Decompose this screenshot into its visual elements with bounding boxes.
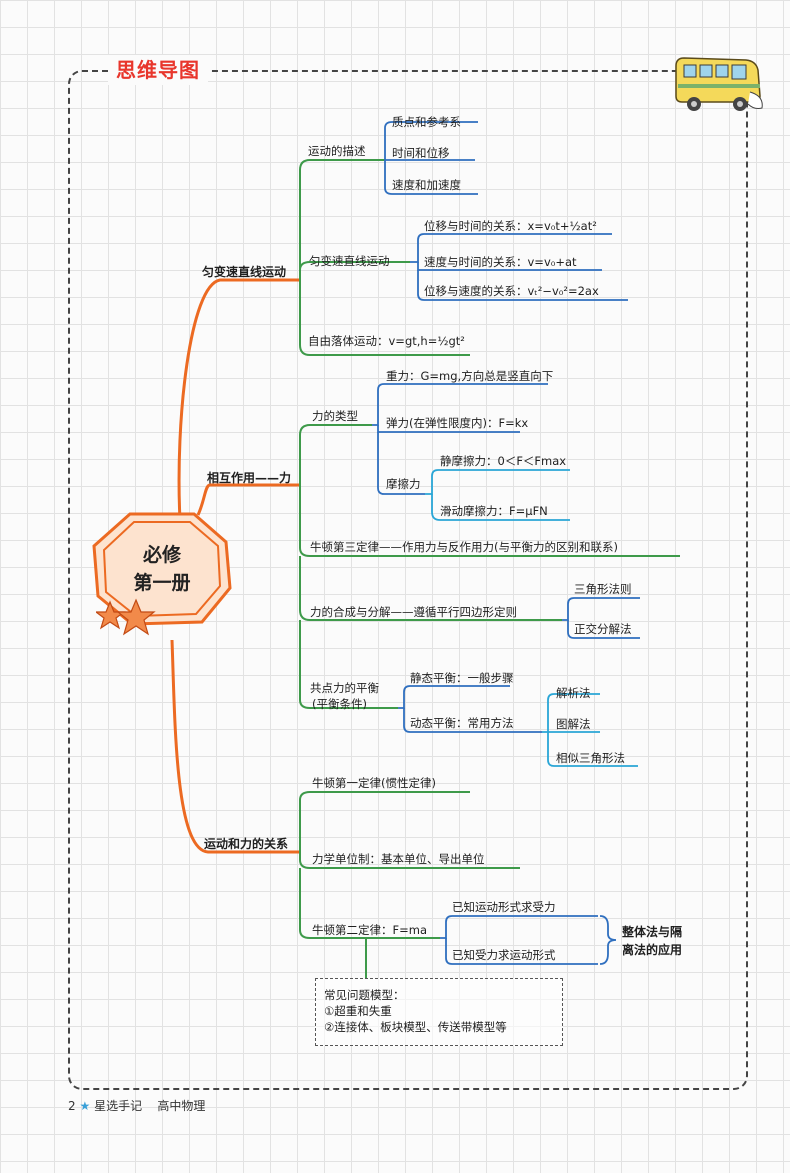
force-types-label: 力的类型 [312,409,358,423]
second-law-label: 牛顿第二定律：F=ma [312,923,427,937]
branch2-label: 相互作用——力 [207,471,292,485]
branch1-label: 匀变速直线运动 [202,265,287,279]
method-2: 图解法 [556,717,591,731]
page-footer: 2 ★ 星选手记 高中物理 [68,1097,205,1114]
bus-icon [675,57,763,111]
first-law: 牛顿第一定律(惯性定律) [312,776,436,790]
motion-item-3: 速度和加速度 [392,178,461,192]
footer-subject: 高中物理 [157,1099,206,1113]
uniform-item-2: 速度与时间的关系：v=v₀+at [424,255,577,269]
note-item-2: ②连接体、板块模型、传送带模型等 [324,1020,507,1034]
method-3: 相似三角形法 [556,751,625,765]
second-law-item-1: 已知运动形式求受力 [452,900,556,914]
third-law: 牛顿第三定律——作用力与反作用力(与平衡力的区别和联系) [310,540,618,554]
page-number: 2 [68,1099,76,1113]
star-icon [96,598,156,636]
gravity: 重力：G=mg,方向总是竖直向下 [386,369,554,383]
note-title: 常见问题模型： [324,988,405,1002]
motion-desc-label: 运动的描述 [308,144,366,158]
second-law-item-2: 已知受力求运动形式 [452,948,556,962]
equilibrium-label-2: (平衡条件) [312,697,367,711]
composition-item-1: 三角形法则 [574,582,632,596]
page-title: 思维导图 [108,55,208,85]
branch3-label: 运动和力的关系 [204,837,289,851]
uniform-item-3: 位移与速度的关系：vₜ²−v₀²=2ax [424,284,599,298]
bracket-text-2: 离法的应用 [622,943,683,957]
uniform-item-1: 位移与时间的关系：x=v₀t+½at² [424,219,597,233]
bracket-text-1: 整体法与隔 [622,925,683,939]
method-1: 解析法 [556,686,591,700]
equilibrium-label-1: 共点力的平衡 [310,681,379,695]
friction-label: 摩擦力 [386,477,421,491]
common-models-note: 常见问题模型： ①超重和失重 ②连接体、板块模型、传送带模型等 [315,978,563,1046]
static-equilibrium: 静态平衡：一般步骤 [410,671,514,685]
elastic: 弹力(在弹性限度内)：F=kx [386,416,529,430]
dynamic-equilibrium: 动态平衡：常用方法 [410,716,514,730]
static-friction: 静摩擦力：0＜F＜Fmax [440,454,567,468]
central-line1: 必修 [142,544,181,566]
sliding-friction: 滑动摩擦力：F=μFN [440,504,548,518]
free-fall: 自由落体运动：v=gt,h=½gt² [308,334,465,348]
central-node: 必修 第一册 [92,510,232,630]
composition-item-2: 正交分解法 [574,622,632,636]
composition-label: 力的合成与分解——遵循平行四边形定则 [310,605,517,619]
unit-system: 力学单位制：基本单位、导出单位 [312,852,485,866]
central-line2: 第一册 [133,572,191,594]
uniform-accel-label: 匀变速直线运动 [309,254,390,268]
motion-item-2: 时间和位移 [392,146,450,160]
footer-brand: 星选手记 [94,1099,143,1113]
note-item-1: ①超重和失重 [324,1004,392,1018]
footer-star-icon: ★ [79,1099,91,1113]
motion-item-1: 质点和参考系 [392,115,461,129]
page-frame [68,70,748,1090]
